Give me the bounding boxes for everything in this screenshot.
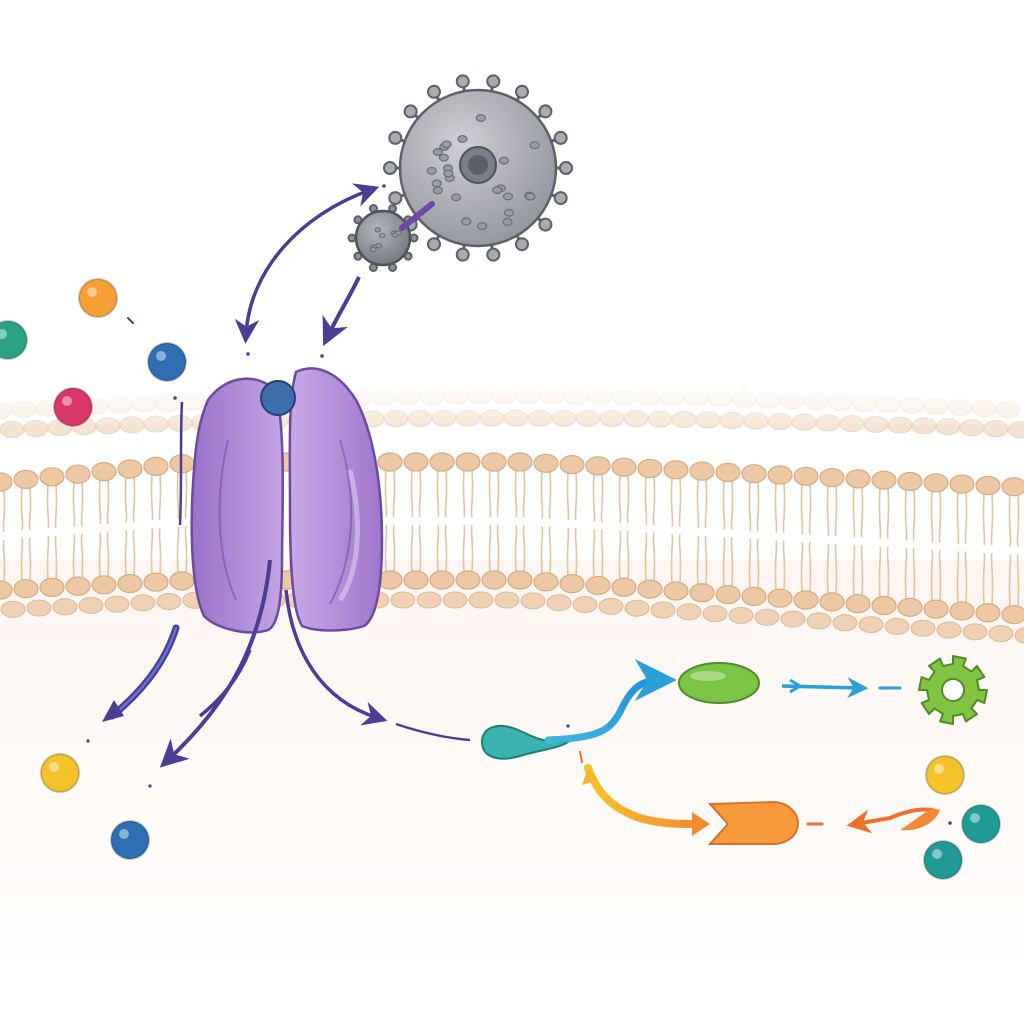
signal-line-to-messenger bbox=[395, 722, 471, 742]
virus-core-icon bbox=[459, 146, 497, 184]
virus-attachment-stalk bbox=[399, 201, 435, 231]
signal-arrow-to-messenger bbox=[284, 589, 388, 726]
signaling-pathway bbox=[480, 655, 988, 845]
entry-arrow-left bbox=[234, 183, 380, 344]
green-effector-icon bbox=[678, 662, 760, 704]
gear-icon bbox=[918, 655, 988, 725]
feedback-arrow bbox=[584, 764, 704, 828]
orange-enzyme-icon bbox=[707, 800, 800, 845]
lipid-bilayer bbox=[0, 380, 1024, 644]
intracellular-transport-arrows bbox=[86, 401, 570, 788]
teal-product-a bbox=[961, 804, 1001, 844]
yellow-molecule bbox=[40, 753, 80, 793]
effector-arrow bbox=[781, 677, 869, 699]
virus-surface-pits bbox=[426, 114, 540, 231]
teal-product-b bbox=[923, 840, 963, 880]
extracellular-molecules bbox=[0, 278, 187, 427]
channel-subunit-left bbox=[190, 377, 285, 634]
virus-icon bbox=[347, 74, 573, 272]
intracellular-molecules bbox=[40, 753, 1001, 880]
channel-subunit-right bbox=[288, 367, 384, 632]
inflow-path-left bbox=[178, 401, 184, 526]
substrate-arrow bbox=[846, 807, 933, 834]
activation-arrow bbox=[544, 659, 677, 744]
orange-molecule bbox=[78, 278, 118, 318]
entry-arrow-right bbox=[322, 276, 361, 347]
yellow-product bbox=[925, 755, 965, 795]
teal-molecule bbox=[0, 320, 28, 360]
crimson-molecule bbox=[53, 387, 93, 427]
gear-hole bbox=[941, 678, 965, 702]
blue-molecule-released bbox=[110, 820, 150, 860]
blue-molecule bbox=[147, 342, 187, 382]
bound-ligand bbox=[260, 380, 296, 416]
viral-entry-arrows bbox=[234, 183, 386, 358]
transmembrane-channel-icon bbox=[190, 367, 384, 634]
